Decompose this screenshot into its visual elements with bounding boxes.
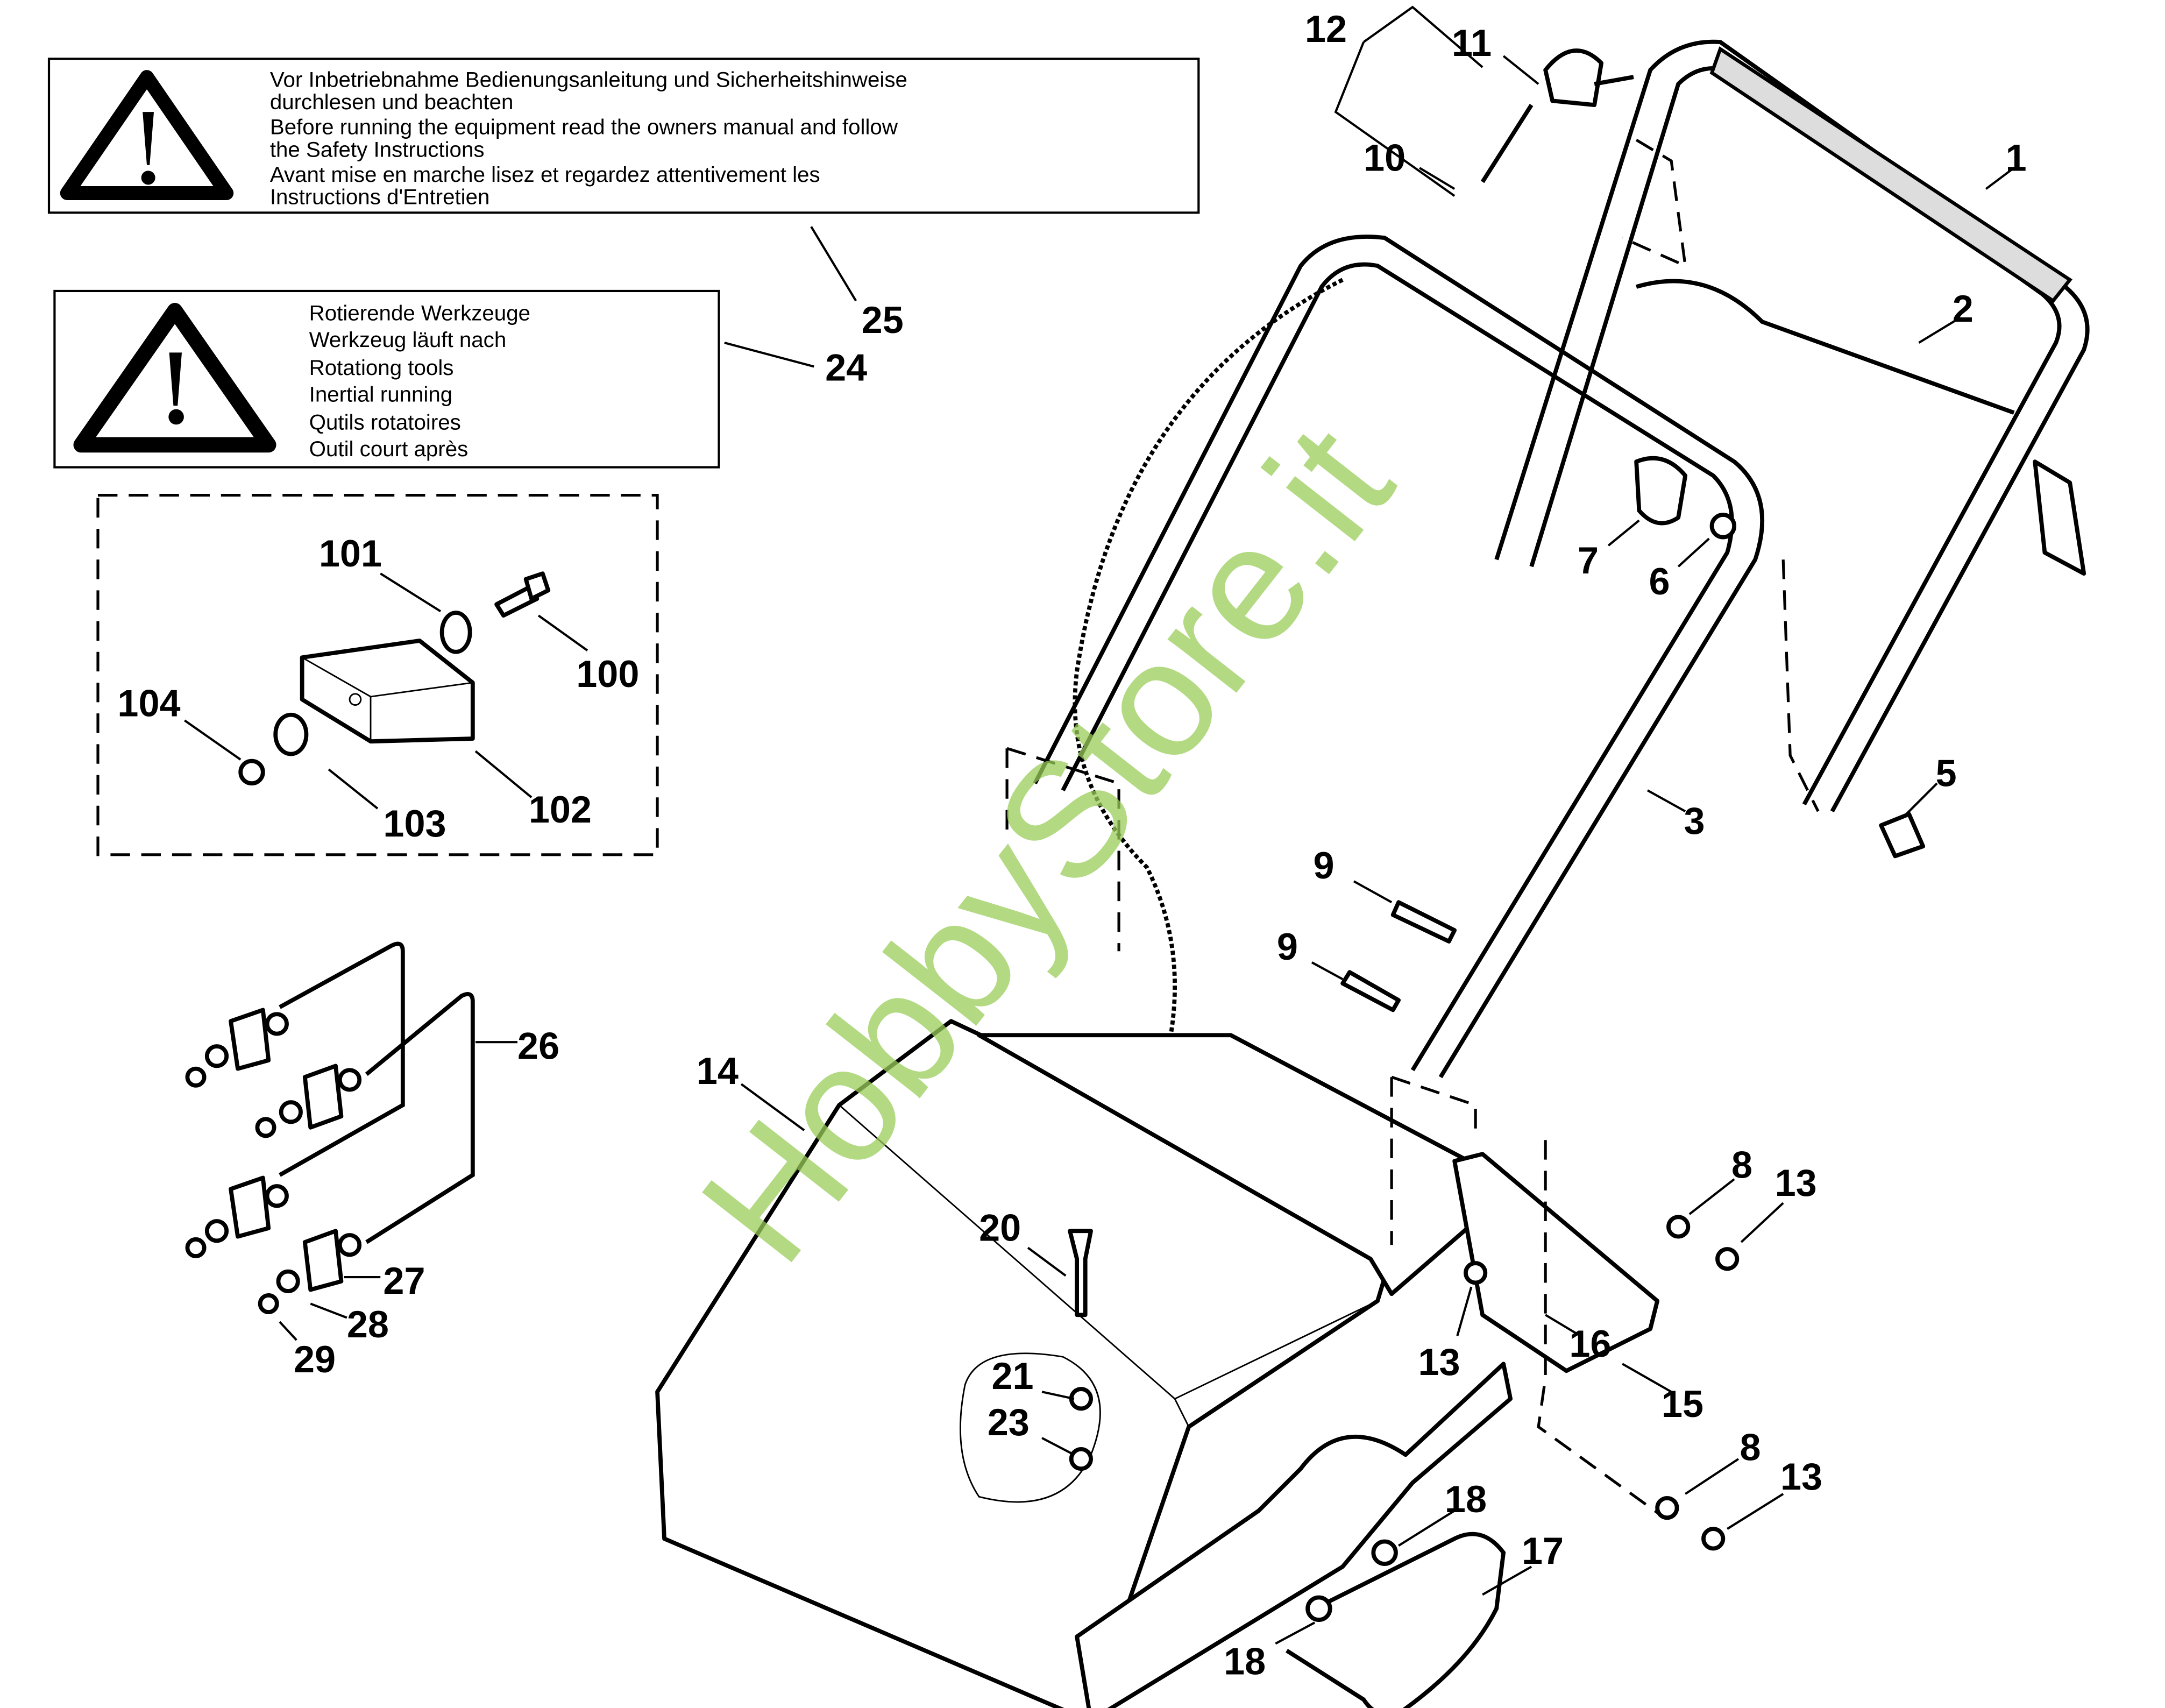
callout-101: 101 [319, 532, 382, 575]
warning-triangle-icon [60, 70, 234, 200]
lower-handle [1033, 235, 1926, 1079]
label-line: Inertial running [309, 382, 453, 406]
callout-103: 103 [383, 802, 446, 845]
callout-1: 1 [2006, 136, 2027, 179]
callout-17: 17 [1522, 1529, 1564, 1572]
callout-12: 12 [1305, 8, 1347, 50]
callout-29: 29 [294, 1338, 336, 1380]
upper-handle [1494, 39, 2090, 813]
label-line: Rotierende Werkzeuge [309, 301, 530, 325]
callout-28: 28 [347, 1303, 389, 1345]
callout-21: 21 [991, 1355, 1033, 1397]
mower-deck [655, 747, 1740, 1708]
callout-3: 3 [1684, 799, 1705, 842]
label-line: Avant mise en marche lisez et regardez a… [270, 162, 820, 187]
callout-14: 14 [697, 1050, 739, 1092]
callout-2: 2 [1953, 287, 1974, 330]
callout-18: 18 [1224, 1640, 1266, 1682]
label-line: Outil court après [309, 437, 469, 461]
callout-10: 10 [1364, 136, 1406, 179]
callout-9: 9 [1314, 844, 1335, 887]
callout-8: 8 [1740, 1426, 1761, 1469]
control-lever [1480, 48, 1634, 183]
label-line: Vor Inbetriebnahme Bedienungsanleitung u… [270, 67, 907, 91]
label-line: Instructions d'Entretien [270, 185, 490, 209]
callout-27: 27 [383, 1259, 425, 1302]
u-bolt-kit [185, 941, 475, 1314]
callout-6: 6 [1649, 560, 1670, 603]
callout-5: 5 [1936, 752, 1957, 794]
callout-24: 24 [825, 346, 867, 388]
callout-16: 16 [1569, 1322, 1611, 1365]
callout-23: 23 [988, 1401, 1030, 1443]
leader-lines [184, 5, 2015, 1645]
warning-label-24: Rotierende Werkzeuge Werkzeug läuft nach… [53, 289, 720, 469]
callout-20: 20 [979, 1206, 1021, 1249]
callout-11: 11 [1452, 22, 1492, 64]
warning-triangle-icon [73, 303, 276, 453]
callout-13: 13 [1780, 1455, 1822, 1498]
bracket-kit [96, 493, 659, 856]
callout-8: 8 [1731, 1143, 1752, 1186]
label-line: Rotationg tools [309, 356, 454, 380]
label-line: Qutils rotatoires [309, 410, 461, 434]
callout-numbers: 12 11 10 1 2 25 24 7 6 101 100 104 102 1… [117, 8, 2026, 1682]
callout-26: 26 [517, 1024, 559, 1067]
callout-13: 13 [1418, 1341, 1460, 1383]
callout-7: 7 [1578, 539, 1599, 582]
callout-9: 9 [1277, 925, 1298, 968]
label-line: Werkzeug läuft nach [309, 328, 507, 352]
warning-label-25: Vor Inbetriebnahme Bedienungsanleitung u… [47, 58, 1200, 214]
callout-102: 102 [529, 788, 592, 831]
label-line: durchlesen und beachten [270, 90, 514, 114]
callout-104: 104 [117, 682, 180, 724]
callout-13: 13 [1775, 1161, 1817, 1204]
callout-100: 100 [576, 653, 639, 695]
callout-18: 18 [1445, 1478, 1487, 1520]
label-line: the Safety Instructions [270, 137, 485, 161]
label-line: Before running the equipment read the ow… [270, 115, 898, 139]
callout-15: 15 [1662, 1383, 1703, 1425]
callout-25: 25 [862, 299, 904, 341]
